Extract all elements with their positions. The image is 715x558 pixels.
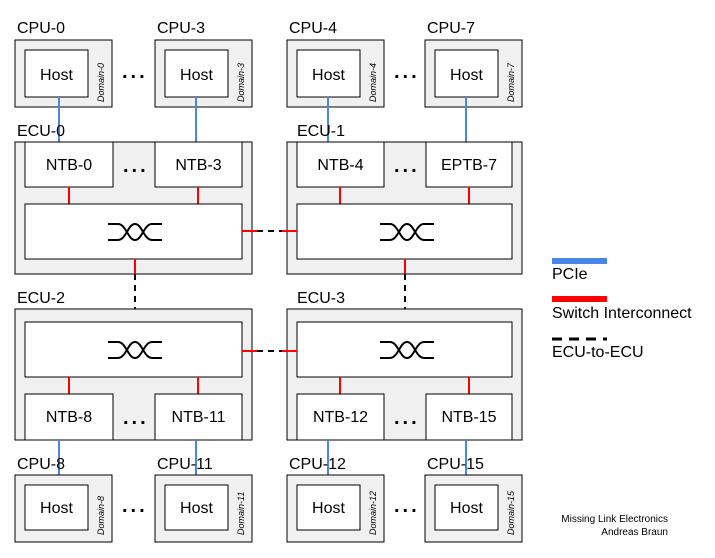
ellipsis: ... [123,407,149,429]
host-box [434,49,499,98]
switch-box [24,203,243,260]
host-box [164,49,229,98]
host-label: Host [180,67,213,84]
ntb-box [154,141,243,188]
cpu-label: CPU-3 [157,20,205,37]
ntb-label: NTB-4 [317,157,363,174]
ntb-label: EPTB-7 [441,157,497,174]
cpu-label: CPU-7 [427,20,475,37]
domain-label: Domain-3 [236,63,246,102]
credit-line-2: Andreas Braun [601,527,668,538]
credit-line-1: Missing Link Electronics [561,514,668,525]
ellipsis: ... [122,61,148,83]
legend-label: PCIe [552,266,588,283]
host-box [296,49,361,98]
domain-label: Domain-12 [368,491,378,535]
legend-label: ECU-to-ECU [552,344,644,361]
cpu-label: CPU-4 [289,20,337,37]
cpu-label: CPU-0 [17,20,65,37]
switch-box [24,321,243,378]
host-label: Host [40,500,73,517]
legend-label: Switch Interconnect [552,305,692,322]
ntb-label: NTB-8 [46,409,92,426]
host-label: Host [312,500,345,517]
ecu-label: ECU-2 [17,290,65,307]
host-label: Host [180,500,213,517]
ellipsis: ... [394,61,420,83]
host-label: Host [450,500,483,517]
ntb-box [24,393,114,441]
switch-icon [380,340,434,360]
host-box [434,484,499,531]
domain-label: Domain-15 [506,490,516,535]
host-box [24,484,89,531]
switch-icon [108,340,162,360]
ellipsis: ... [394,407,420,429]
domain-label: Domain-8 [96,496,106,535]
ntb-box [296,393,385,441]
cpu-label: CPU-11 [157,456,213,473]
host-label: Host [40,67,73,84]
host-label: Host [312,67,345,84]
ntb-box [24,141,114,188]
domain-label: Domain-4 [368,63,378,102]
ntb-box [154,393,243,441]
ellipsis: ... [123,155,149,177]
ntb-label: NTB-0 [46,157,92,174]
domain-label: Domain-7 [506,62,516,102]
cpu-label: CPU-12 [289,456,346,473]
switch-box [296,203,513,260]
ntb-label: NTB-3 [175,157,221,174]
ntb-box [425,141,513,188]
ellipsis: ... [394,495,420,517]
ecu-label: ECU-1 [297,123,345,140]
switch-box [296,321,513,378]
ecu-label: ECU-0 [17,123,65,140]
host-box [24,49,89,98]
ntb-label: NTB-11 [172,409,226,426]
ellipsis: ... [394,155,420,177]
host-box [164,484,229,531]
cpu-label: CPU-8 [17,456,65,473]
ntb-label: NTB-12 [313,409,368,426]
host-box [296,484,361,531]
ntb-label: NTB-15 [441,409,496,426]
ellipsis: ... [122,495,148,517]
domain-label: Domain-0 [96,63,106,102]
switch-icon [108,222,162,242]
ecu-label: ECU-3 [297,290,345,307]
switch-icon [380,222,434,242]
ntb-box [425,393,513,441]
cpu-label: CPU-15 [427,456,484,473]
domain-label: Domain-11 [236,492,246,535]
host-label: Host [450,67,483,84]
